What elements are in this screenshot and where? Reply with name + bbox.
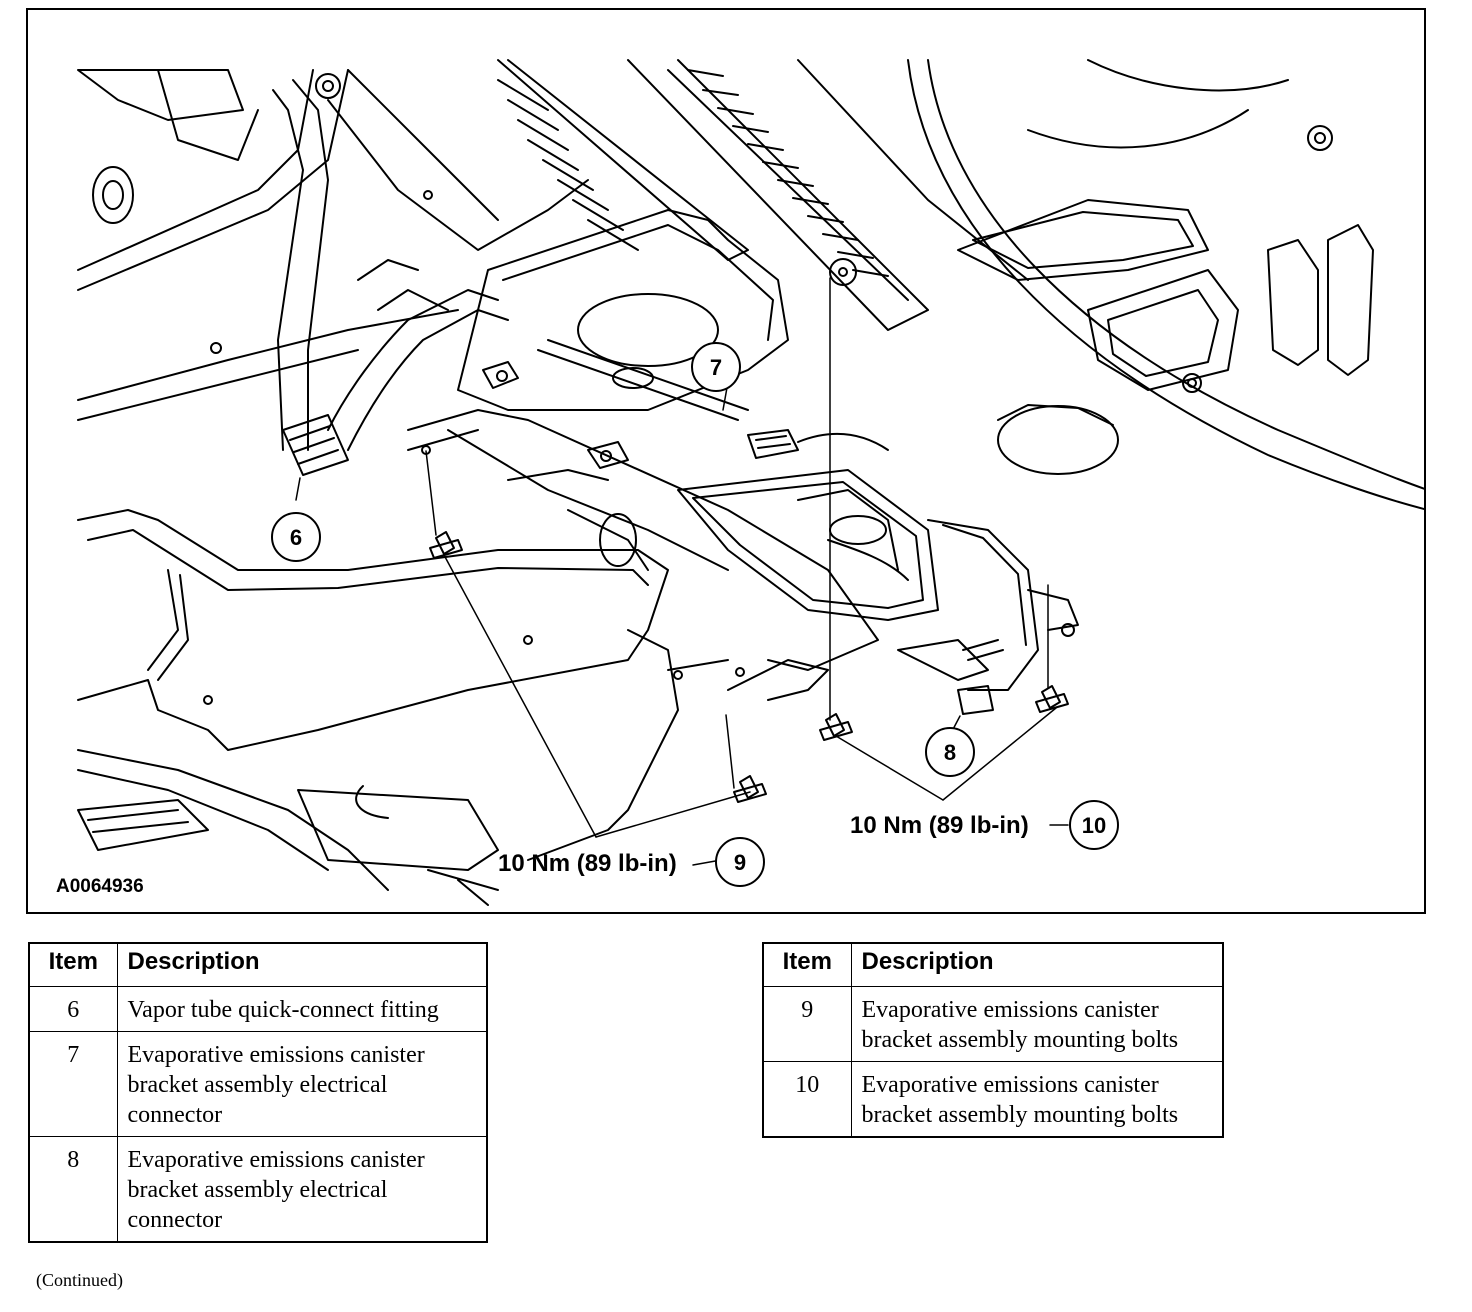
item-number: 9 <box>762 986 852 1062</box>
legend-table-left: Item Description 6 Vapor tube quick-conn… <box>28 942 488 1243</box>
wheel-well-drawing <box>907 59 1424 510</box>
legend-table-right: Item Description 9 Evaporative emissions… <box>762 942 1224 1138</box>
svg-text:6: 6 <box>290 525 302 550</box>
item-description: Evaporative emissions canister bracket a… <box>116 1031 488 1137</box>
item-number: 6 <box>28 986 118 1032</box>
frame-rail-drawing <box>77 69 589 451</box>
svg-text:9: 9 <box>734 850 746 875</box>
bolt-9-left <box>429 531 463 559</box>
figure-frame: 6 7 8 9 10 10 Nm (89 lb-in) 10 Nm (89 lb… <box>26 8 1426 914</box>
bolt-10-right <box>1035 685 1069 713</box>
table-row: 8 Evaporative emissions canister bracket… <box>28 1136 488 1243</box>
item-description: Vapor tube quick-connect fitting <box>116 986 488 1032</box>
item-number: 10 <box>762 1061 852 1138</box>
undercarriage-illustration: 6 7 8 9 10 10 Nm (89 lb-in) 10 Nm (89 lb… <box>56 59 1424 906</box>
callout-6: 6 <box>271 512 321 562</box>
table-header-row: Item Description <box>762 942 1224 987</box>
item-number: 8 <box>28 1136 118 1243</box>
torque-label-9: 10 Nm (89 lb-in) <box>498 850 677 877</box>
callout-10: 10 <box>1069 800 1119 850</box>
callout-8: 8 <box>925 727 975 777</box>
svg-text:7: 7 <box>710 355 722 380</box>
table-row: 7 Evaporative emissions canister bracket… <box>28 1031 488 1137</box>
bolt-9-right <box>733 775 767 803</box>
item-description: Evaporative emissions canister bracket a… <box>116 1136 488 1243</box>
torque-label-10: 10 Nm (89 lb-in) <box>850 812 1029 839</box>
column-header-description: Description <box>116 942 488 987</box>
continued-note: (Continued) <box>36 1270 123 1290</box>
column-header-item: Item <box>28 942 118 987</box>
vapor-tube-drawing <box>282 259 509 476</box>
column-header-description: Description <box>850 942 1224 987</box>
svg-text:10: 10 <box>1082 813 1106 838</box>
column-header-item: Item <box>762 942 852 987</box>
callout-9: 9 <box>715 837 765 887</box>
table-row: 9 Evaporative emissions canister bracket… <box>762 986 1224 1062</box>
item-description: Evaporative emissions canister bracket a… <box>850 986 1224 1062</box>
floor-pan-drawing <box>77 509 729 906</box>
leader-lines <box>295 277 1069 866</box>
table-row: 6 Vapor tube quick-connect fitting <box>28 986 488 1032</box>
item-description: Evaporative emissions canister bracket a… <box>850 1061 1224 1138</box>
callout-7: 7 <box>691 342 741 392</box>
bolt-10-left <box>819 713 853 741</box>
ribbed-rail-drawing <box>497 59 1029 331</box>
table-header-row: Item Description <box>28 942 488 987</box>
table-row: 10 Evaporative emissions canister bracke… <box>762 1061 1224 1138</box>
item-number: 7 <box>28 1031 118 1137</box>
svg-text:8: 8 <box>944 740 956 765</box>
canister-bracket-drawing <box>407 209 1079 715</box>
figure-id-label: A0064936 <box>56 876 144 897</box>
